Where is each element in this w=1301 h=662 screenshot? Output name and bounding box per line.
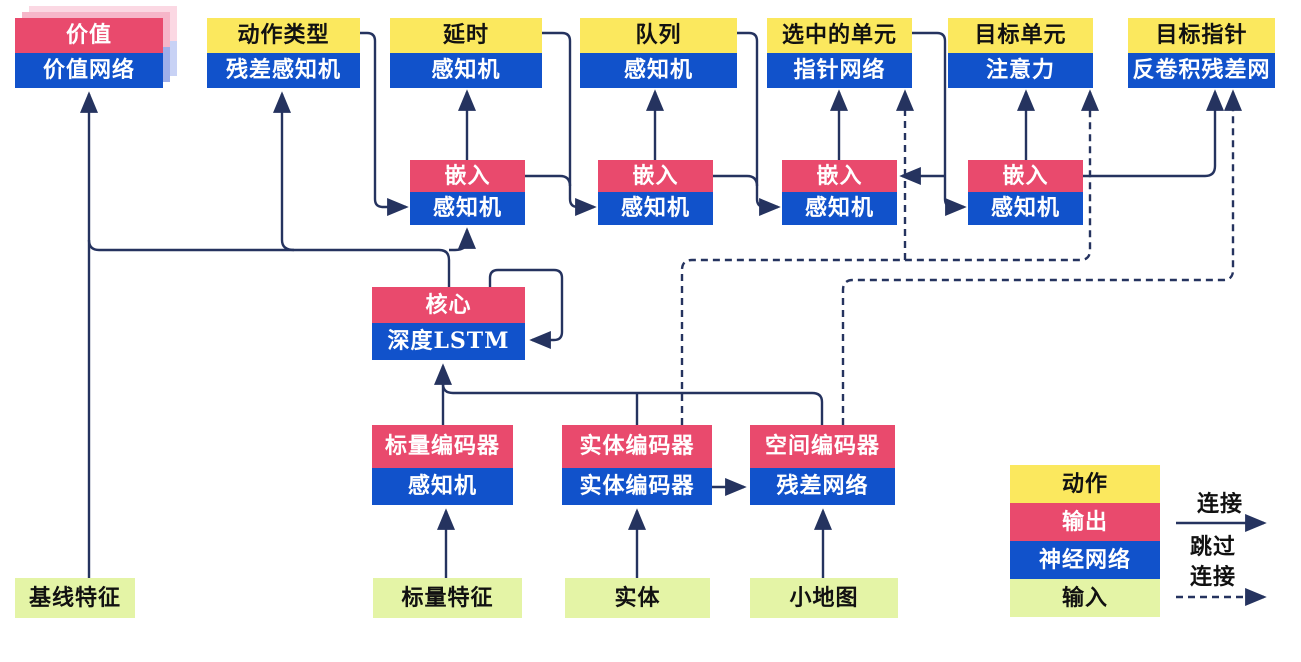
edge-embed1-to-embed2 — [525, 174, 572, 187]
head-action-type: 动作类型 残差感知机 — [207, 18, 360, 88]
head-target-unit-network: 注意力 — [948, 53, 1093, 88]
embed-1-label: 嵌入 — [410, 160, 525, 192]
embed-1-network: 感知机 — [410, 192, 525, 225]
embed-4-network: 感知机 — [968, 192, 1083, 225]
spatial-encoder: 空间编码器 残差网络 — [750, 425, 895, 505]
head-delay: 延时 感知机 — [390, 18, 542, 88]
head-target-unit: 目标单元 注意力 — [948, 18, 1093, 88]
edge-selectedunits-to-embed4 — [912, 31, 967, 216]
head-delay-label: 延时 — [390, 18, 542, 53]
entity-encoder: 实体编码器 实体编码器 — [562, 425, 712, 505]
head-target-point-label: 目标指针 — [1128, 18, 1275, 53]
embed-3-label: 嵌入 — [782, 160, 897, 192]
embed-4: 嵌入 感知机 — [968, 160, 1083, 225]
head-selected-units: 选中的单元 指针网络 — [767, 18, 912, 88]
skip-entityencoder-to-targetunit — [680, 89, 1099, 425]
scalar-encoder: 标量编码器 感知机 — [372, 425, 513, 505]
head-queue-network: 感知机 — [580, 53, 737, 88]
embed-2-network: 感知机 — [598, 192, 713, 225]
embed-2: 嵌入 感知机 — [598, 160, 713, 225]
spatial-encoder-network: 残差网络 — [750, 468, 895, 505]
head-selected-units-label: 选中的单元 — [767, 18, 912, 53]
edge-actiontype-to-embed1 — [360, 31, 409, 216]
head-queue: 队列 感知机 — [580, 18, 737, 88]
edge-core-output-rail — [87, 239, 451, 287]
embed-3: 嵌入 感知机 — [782, 160, 897, 225]
entity-encoder-network: 实体编码器 — [562, 468, 712, 505]
head-action-type-network: 残差感知机 — [207, 53, 360, 88]
edge-queue-to-embed3 — [737, 31, 781, 216]
edge-core-self-loop — [488, 268, 564, 349]
input-baseline-features: 基线特征 — [15, 578, 135, 618]
head-selected-units-network: 指针网络 — [767, 53, 912, 88]
legend-output: 输出 — [1010, 503, 1160, 541]
input-minimap: 小地图 — [750, 578, 898, 618]
legend-action: 动作 — [1010, 465, 1160, 503]
core-network: 深度LSTM — [372, 323, 525, 360]
edge-rail-to-actiontype — [273, 91, 295, 252]
edge-delay-to-embed2 — [542, 31, 597, 216]
legend-network: 神经网络 — [1010, 541, 1160, 579]
input-scalar-features: 标量特征 — [373, 578, 522, 618]
embed-3-network: 感知机 — [782, 192, 897, 225]
input-entities: 实体 — [565, 578, 710, 618]
core-label: 核心 — [372, 287, 525, 323]
embed-1: 嵌入 感知机 — [410, 160, 525, 225]
edge-spatialencoder-rail — [441, 383, 824, 425]
head-queue-label: 队列 — [580, 18, 737, 53]
head-target-unit-label: 目标单元 — [948, 18, 1093, 53]
head-value: 价值 价值网络 — [15, 18, 163, 88]
edge-rail-to-embed1 — [449, 227, 476, 252]
embed-4-label: 嵌入 — [968, 160, 1083, 192]
head-delay-network: 感知机 — [390, 53, 542, 88]
skip-spatialencoder-to-targetpoint — [841, 89, 1242, 425]
entity-encoder-label: 实体编码器 — [562, 425, 712, 468]
edge-embed2-to-embed3 — [713, 174, 759, 187]
scalar-encoder-label: 标量编码器 — [372, 425, 513, 468]
legend-solid-arrow-label: 连接 — [1196, 491, 1243, 517]
legend-input: 输入 — [1010, 579, 1160, 617]
head-value-label: 价值 — [15, 18, 163, 53]
head-target-point-network: 反卷积残差网 — [1128, 53, 1275, 88]
edge-embed4-to-targetpoint — [1083, 89, 1224, 178]
core-lstm: 核心 深度LSTM — [372, 287, 525, 360]
head-value-network: 价值网络 — [15, 53, 163, 88]
head-target-point: 目标指针 反卷积残差网 — [1128, 18, 1275, 88]
embed-2-label: 嵌入 — [598, 160, 713, 192]
legend: 动作 输出 神经网络 输入 — [1010, 465, 1160, 617]
legend-skip-label-line1: 跳过 — [1189, 534, 1236, 560]
scalar-encoder-network: 感知机 — [372, 468, 513, 505]
head-action-type-label: 动作类型 — [207, 18, 360, 53]
spatial-encoder-label: 空间编码器 — [750, 425, 895, 468]
legend-skip-label-line2: 连接 — [1189, 564, 1236, 590]
